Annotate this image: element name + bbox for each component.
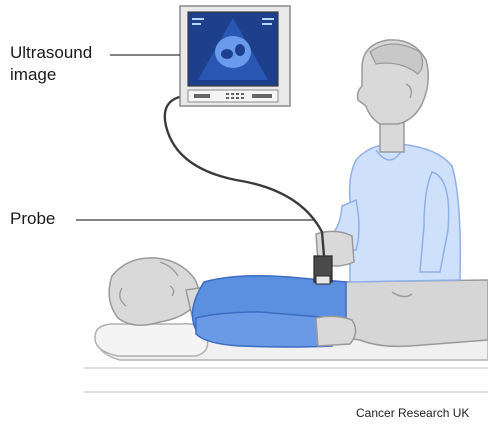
sonographer-head — [358, 40, 429, 124]
ultrasound-probe — [314, 256, 332, 284]
ultrasound-monitor — [180, 6, 290, 106]
bed-base-lines — [84, 368, 488, 392]
credit-text: Cancer Research UK — [356, 406, 469, 420]
patient-arm — [196, 312, 332, 347]
probe-label: Probe — [10, 208, 55, 229]
patient-head — [109, 258, 198, 325]
probe-cable — [165, 96, 324, 256]
patient-hand — [316, 316, 356, 346]
ultrasound-label-line1: Ultrasound — [10, 42, 92, 63]
pillow — [95, 324, 208, 356]
ultrasound-label-line2: image — [10, 64, 56, 85]
